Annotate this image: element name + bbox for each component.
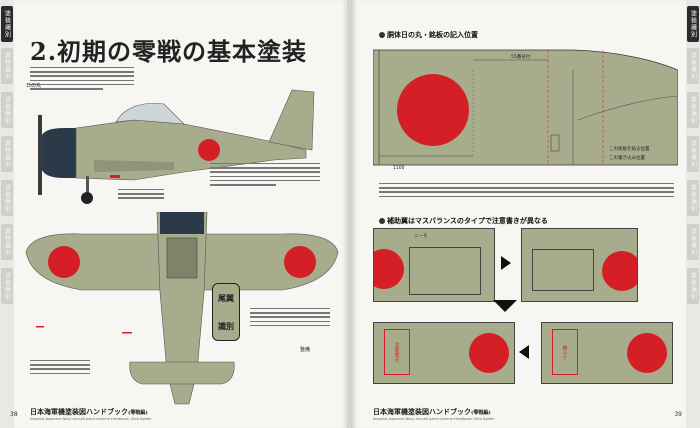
footer-title: 日本海軍機塗装図ハンドブック	[30, 407, 128, 416]
section-heading-2: 補助翼はマスバランスのタイプで注意書きが異なる	[379, 216, 548, 226]
arrow-down-icon	[493, 300, 517, 312]
tail-marking-text-2: 識別	[218, 321, 234, 331]
footer-subtitle: Imperial Japanese Navy aircraft paint sc…	[30, 417, 152, 421]
intro-paragraph	[30, 64, 134, 93]
side-tab[interactable]: 塗装識別	[1, 180, 13, 216]
side-tab[interactable]: 塗装識別	[1, 224, 13, 260]
aileron-panel-1: ニーモ	[373, 228, 495, 302]
side-tab[interactable]: 塗装識別	[687, 92, 699, 128]
warn-label-2: 注意書き	[384, 329, 410, 375]
side-view-notes	[210, 160, 320, 189]
side-index-right: 塗装識別 塗装識別 塗装識別 塗装識別 塗装識別 塗装識別 塗装識別	[686, 0, 700, 428]
side-tab-active[interactable]: 塗装識別	[1, 6, 13, 42]
plate-position-label: この銘板を貼る位置	[609, 147, 650, 152]
fuselage-detail-panel: 55番号付 この銘板を貼る位置 1100 この書き込み位置	[373, 40, 678, 172]
aircraft-top-view	[25, 212, 339, 405]
bullet-icon	[379, 32, 385, 38]
caption-seibi: 整備	[300, 347, 311, 353]
side-tab[interactable]: 塗装識別	[687, 224, 699, 260]
right-page: 塗装識別 塗装識別 塗装識別 塗装識別 塗装識別 塗装識別 塗装識別 胴体日の丸…	[351, 0, 700, 428]
warn-label-1: ニーモ	[414, 234, 428, 239]
side-tab[interactable]: 塗装識別	[687, 136, 699, 172]
tail-marking-text: 尾翼	[218, 293, 234, 303]
arrow-right-icon	[501, 256, 511, 270]
section-heading-1: 胴体日の丸・銘板の記入位置	[379, 30, 478, 40]
tail-marking-box: 尾翼 識別	[212, 283, 240, 341]
footer-left: 日本海軍機塗装図ハンドブック(零戦編) Imperial Japanese Na…	[30, 407, 152, 421]
plan-view-notes	[250, 305, 330, 329]
side-tab[interactable]: 塗装識別	[1, 48, 13, 84]
write-position-label: この書き込み位置	[609, 156, 645, 161]
side-tab-active[interactable]: 塗装識別	[687, 6, 699, 42]
aileron-panel-2	[521, 228, 638, 302]
page-number-left: 38	[10, 411, 18, 418]
aileron-panel-3: 注意書き	[373, 322, 515, 384]
side-tab[interactable]: 塗装識別	[687, 268, 699, 304]
side-tab[interactable]: 塗装識別	[1, 92, 13, 128]
caption-hinomaru: 日の丸	[26, 83, 42, 89]
aileron-panel-4: 触ルナ	[541, 322, 673, 384]
page-number-right: 39	[674, 411, 682, 418]
chapter-title: 2.初期の零戦の基本塗装	[30, 37, 308, 66]
side-index-left: 塗装識別 塗装識別 塗装識別 塗装識別 塗装識別 塗装識別 塗装識別	[0, 0, 14, 428]
callout-notes	[118, 186, 164, 202]
bullet-icon	[379, 218, 385, 224]
aircraft-side-view	[38, 89, 315, 204]
footer-right: 日本海軍機塗装図ハンドブック(零戦編) Imperial Japanese Na…	[373, 407, 495, 421]
footer-subtitle: Imperial Japanese Navy aircraft paint sc…	[373, 417, 495, 421]
warn-label-3: 触ルナ	[552, 329, 578, 375]
fuselage-detail-drawing	[373, 49, 678, 166]
side-tab[interactable]: 塗装識別	[1, 268, 13, 304]
section1-notes	[379, 180, 674, 200]
footer-title-suffix: (零戦編)	[471, 410, 491, 416]
side-tab[interactable]: 塗装識別	[687, 180, 699, 216]
arrow-left-icon	[519, 345, 529, 359]
footer-title: 日本海軍機塗装図ハンドブック	[373, 407, 471, 416]
footer-title-suffix: (零戦編)	[128, 410, 148, 416]
dim-label-top: 55番号付	[511, 55, 531, 60]
dim-label-size: 1100	[393, 166, 405, 171]
left-page: 塗装識別 塗装識別 塗装識別 塗装識別 塗装識別 塗装識別 塗装識別 2.初期の…	[0, 0, 349, 428]
bottom-left-notes	[30, 357, 90, 377]
side-tab[interactable]: 塗装識別	[687, 48, 699, 84]
side-tab[interactable]: 塗装識別	[1, 136, 13, 172]
